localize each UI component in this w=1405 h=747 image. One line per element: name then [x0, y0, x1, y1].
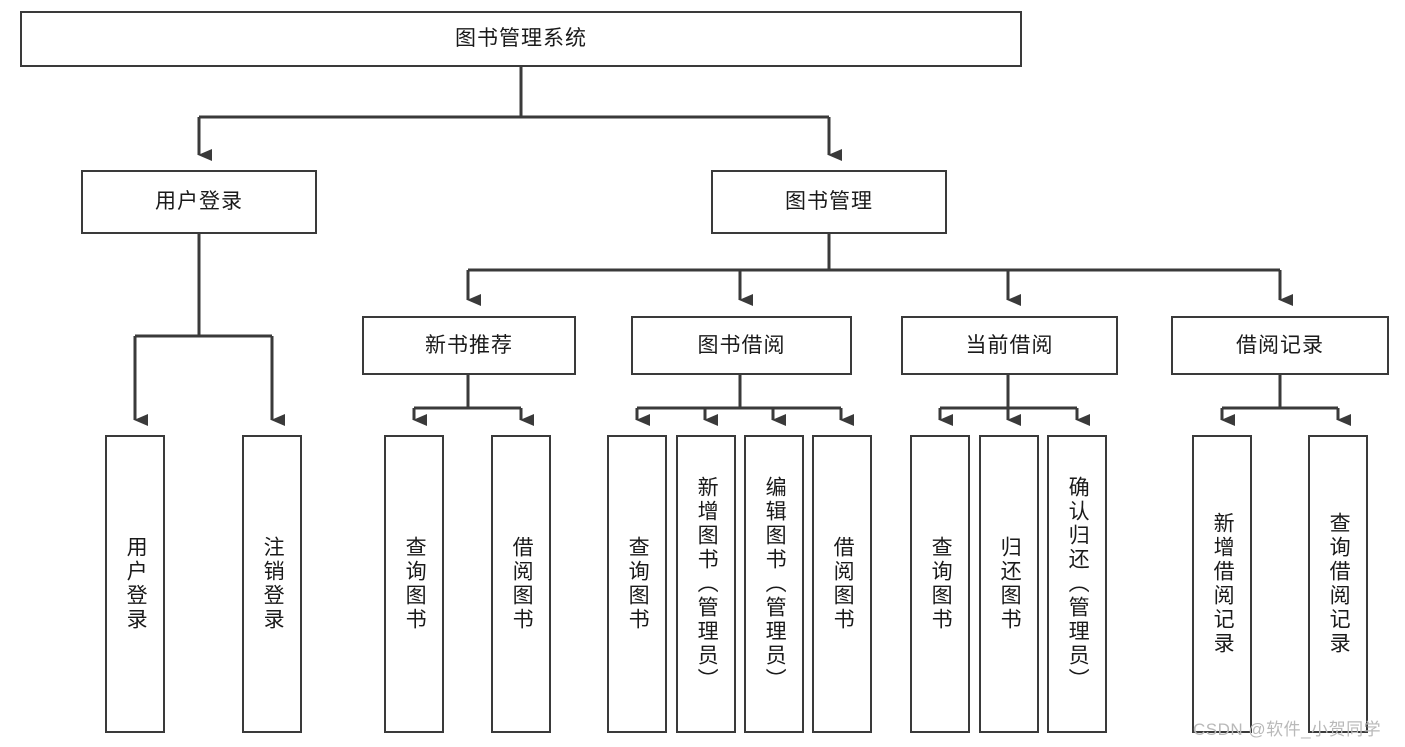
- node-book-borrow-label: 图书借阅: [697, 333, 786, 357]
- node-leaf-query-book-3-label: 查询图书: [929, 536, 953, 632]
- node-borrow-record[interactable]: 借阅记录: [1171, 316, 1389, 375]
- node-current-borrow[interactable]: 当前借阅: [901, 316, 1118, 375]
- node-leaf-return-book-label: 归还图书: [998, 536, 1022, 632]
- node-leaf-borrow-book-2[interactable]: 借阅图书: [812, 435, 872, 733]
- node-leaf-return-book[interactable]: 归还图书: [979, 435, 1039, 733]
- node-user-login[interactable]: 用户登录: [81, 170, 317, 234]
- node-current-borrow-label: 当前借阅: [965, 333, 1054, 357]
- node-leaf-borrow-book-2-label: 借阅图书: [831, 536, 855, 632]
- node-leaf-query-book-1-label: 查询图书: [403, 536, 427, 632]
- node-leaf-edit-book[interactable]: 编辑图书（管理员）: [744, 435, 804, 733]
- node-leaf-user-login[interactable]: 用户登录: [105, 435, 165, 733]
- node-book-manage[interactable]: 图书管理: [711, 170, 947, 234]
- node-leaf-user-logout[interactable]: 注销登录: [242, 435, 302, 733]
- node-borrow-record-label: 借阅记录: [1236, 333, 1324, 357]
- node-leaf-borrow-book-1-label: 借阅图书: [510, 536, 534, 632]
- node-root[interactable]: 图书管理系统: [20, 11, 1022, 67]
- node-leaf-query-book-2-label: 查询图书: [626, 536, 650, 632]
- node-leaf-confirm-return[interactable]: 确认归还（管理员）: [1047, 435, 1107, 733]
- node-new-book-recommend[interactable]: 新书推荐: [362, 316, 576, 375]
- node-leaf-add-record-label: 新增借阅记录: [1211, 512, 1235, 656]
- node-book-borrow[interactable]: 图书借阅: [631, 316, 852, 375]
- node-root-label: 图书管理系统: [455, 27, 587, 51]
- node-book-manage-label: 图书管理: [785, 190, 873, 214]
- node-leaf-add-record[interactable]: 新增借阅记录: [1192, 435, 1252, 733]
- node-leaf-query-book-1[interactable]: 查询图书: [384, 435, 444, 733]
- node-leaf-user-logout-label: 注销登录: [261, 536, 285, 632]
- node-leaf-borrow-book-1[interactable]: 借阅图书: [491, 435, 551, 733]
- node-user-login-label: 用户登录: [155, 190, 243, 214]
- node-leaf-query-record-label: 查询借阅记录: [1327, 512, 1351, 656]
- node-new-book-recommend-label: 新书推荐: [425, 333, 513, 357]
- node-leaf-query-book-2[interactable]: 查询图书: [607, 435, 667, 733]
- node-leaf-add-book[interactable]: 新增图书（管理员）: [676, 435, 736, 733]
- node-leaf-user-login-label: 用户登录: [124, 536, 148, 632]
- node-leaf-add-book-label: 新增图书（管理员）: [695, 476, 719, 692]
- watermark-csdn: CSDN @软件_小贺同学: [1193, 720, 1382, 739]
- node-leaf-confirm-return-label: 确认归还（管理员）: [1066, 476, 1090, 692]
- node-leaf-query-record[interactable]: 查询借阅记录: [1308, 435, 1368, 733]
- node-leaf-query-book-3[interactable]: 查询图书: [910, 435, 970, 733]
- node-leaf-edit-book-label: 编辑图书（管理员）: [763, 476, 787, 692]
